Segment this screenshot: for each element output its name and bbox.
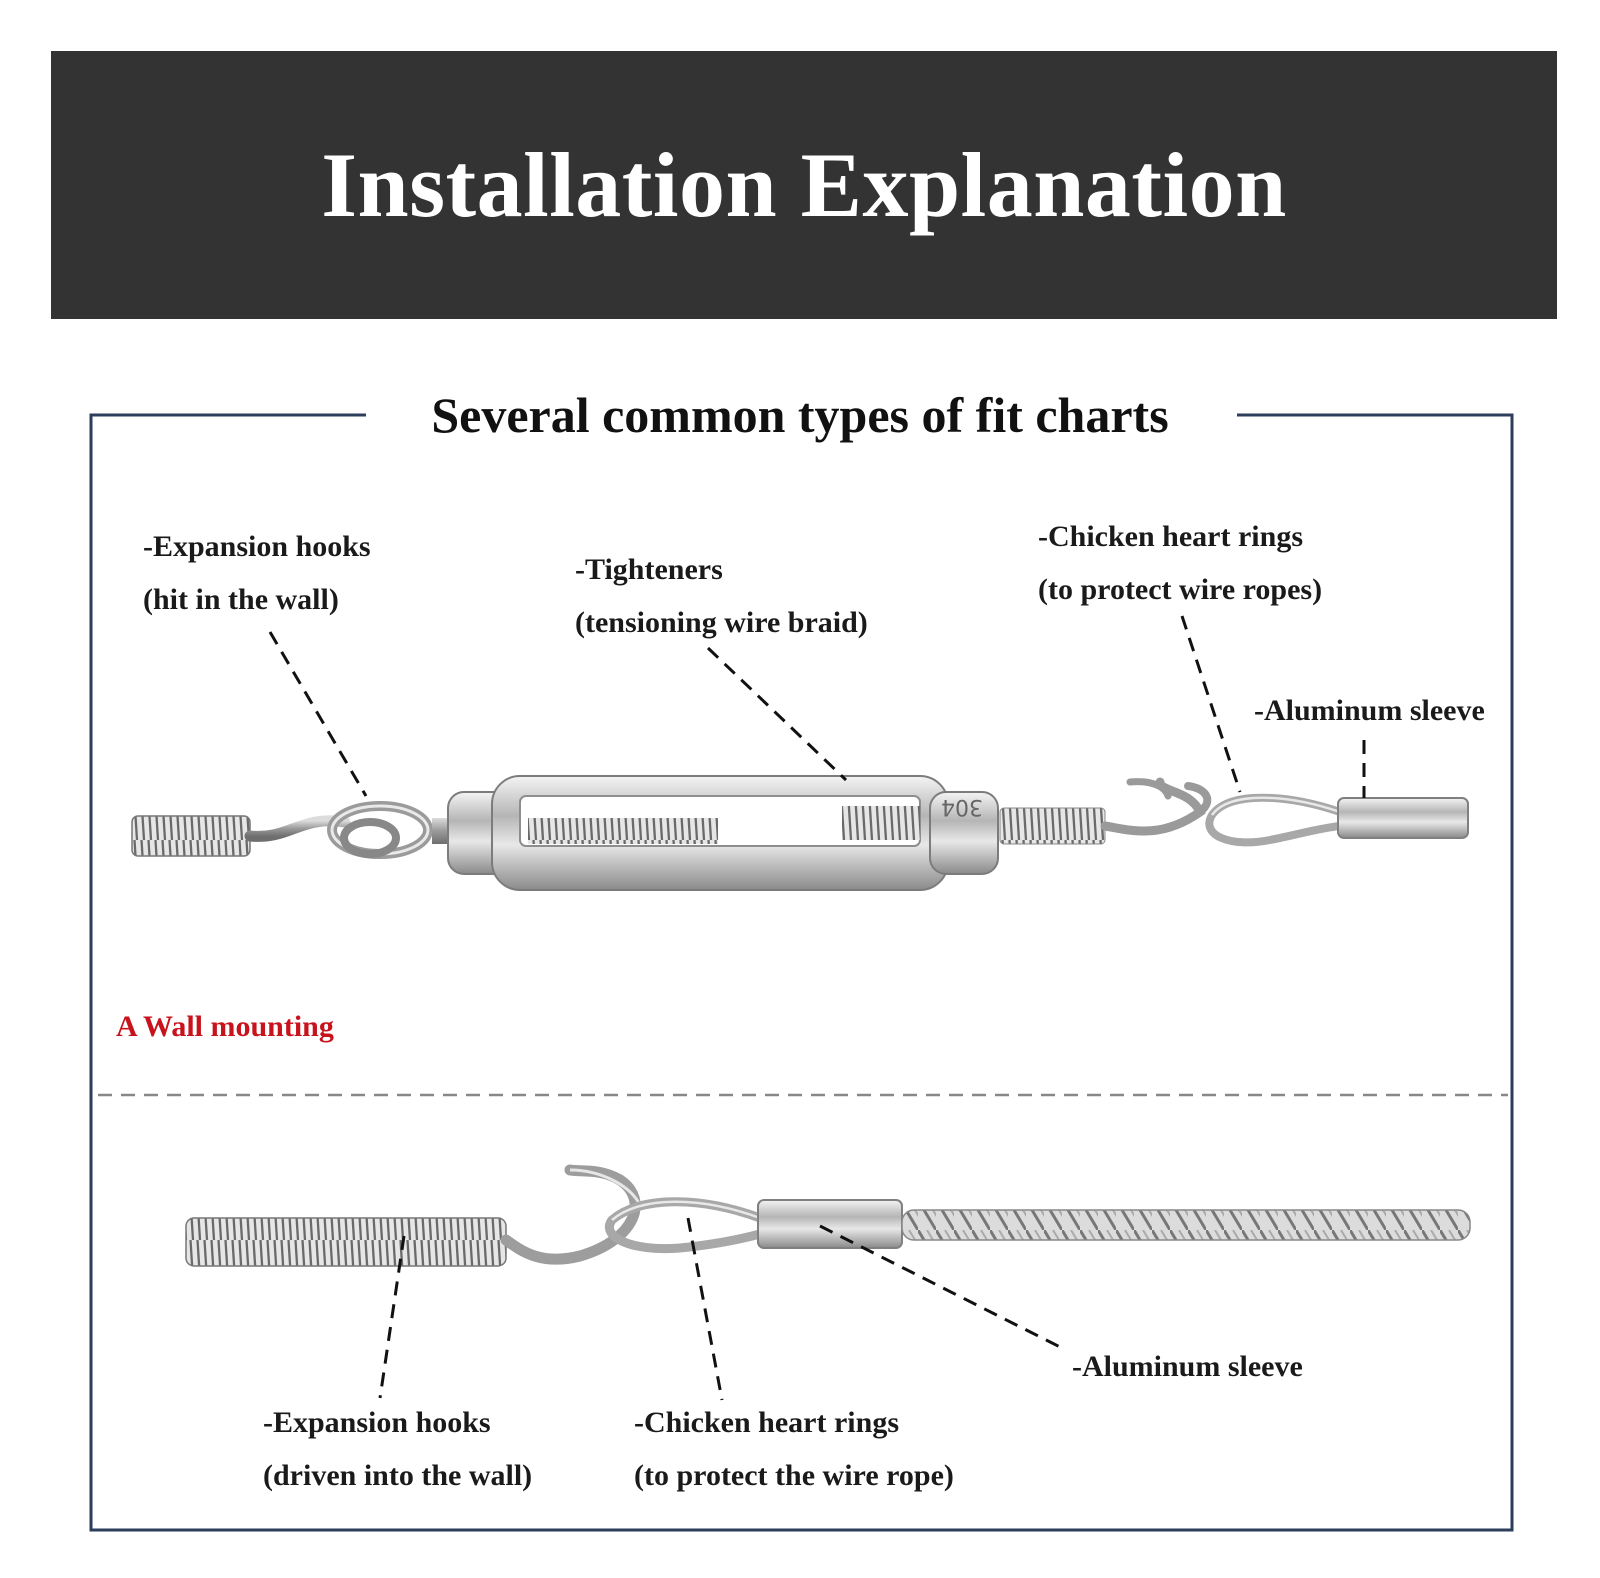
leader-lines-a bbox=[268, 615, 1366, 798]
label-expansion-hooks-b: -Expansion hooks (driven into the wall) bbox=[263, 1406, 533, 1492]
label-tighteners-a: -Tighteners (tensioning wire braid) bbox=[575, 553, 868, 639]
content-frame bbox=[89, 413, 1514, 1532]
label-chicken-rings-b: -Chicken heart rings (to protect the wir… bbox=[634, 1406, 954, 1492]
simple-assembly bbox=[185, 1164, 1471, 1267]
turnbuckle-marking: 304 bbox=[941, 794, 983, 819]
wire-rope bbox=[901, 1209, 1471, 1241]
page-title: Installation Explanation bbox=[321, 134, 1287, 236]
aluminum-sleeve bbox=[1337, 797, 1469, 839]
label-expansion-hooks-a: -Expansion hooks (hit in the wall) bbox=[143, 530, 371, 616]
turnbuckle: 304 bbox=[432, 775, 999, 891]
wall-mounting-assembly: 304 bbox=[131, 775, 1469, 891]
expansion-hook-coil bbox=[131, 815, 251, 857]
aluminum-sleeve-b bbox=[757, 1199, 903, 1249]
hook bbox=[1100, 777, 1206, 836]
leader-lines-b bbox=[378, 1217, 1067, 1401]
caption-wall-mounting: A Wall mounting bbox=[116, 1010, 334, 1043]
chicken-heart-ring bbox=[1205, 793, 1342, 847]
header-banner: Installation Explanation bbox=[51, 51, 1557, 319]
label-aluminum-sleeve-a: -Aluminum sleeve bbox=[1254, 694, 1485, 727]
turnbuckle-thread bbox=[999, 807, 1106, 845]
expansion-hook-coil-b bbox=[185, 1217, 507, 1267]
section-subtitle: Several common types of fit charts bbox=[431, 387, 1169, 443]
label-aluminum-sleeve-b: -Aluminum sleeve bbox=[1072, 1350, 1303, 1383]
hook-b bbox=[500, 1164, 641, 1265]
label-chicken-rings-a: -Chicken heart rings (to protect wire ro… bbox=[1038, 520, 1323, 606]
